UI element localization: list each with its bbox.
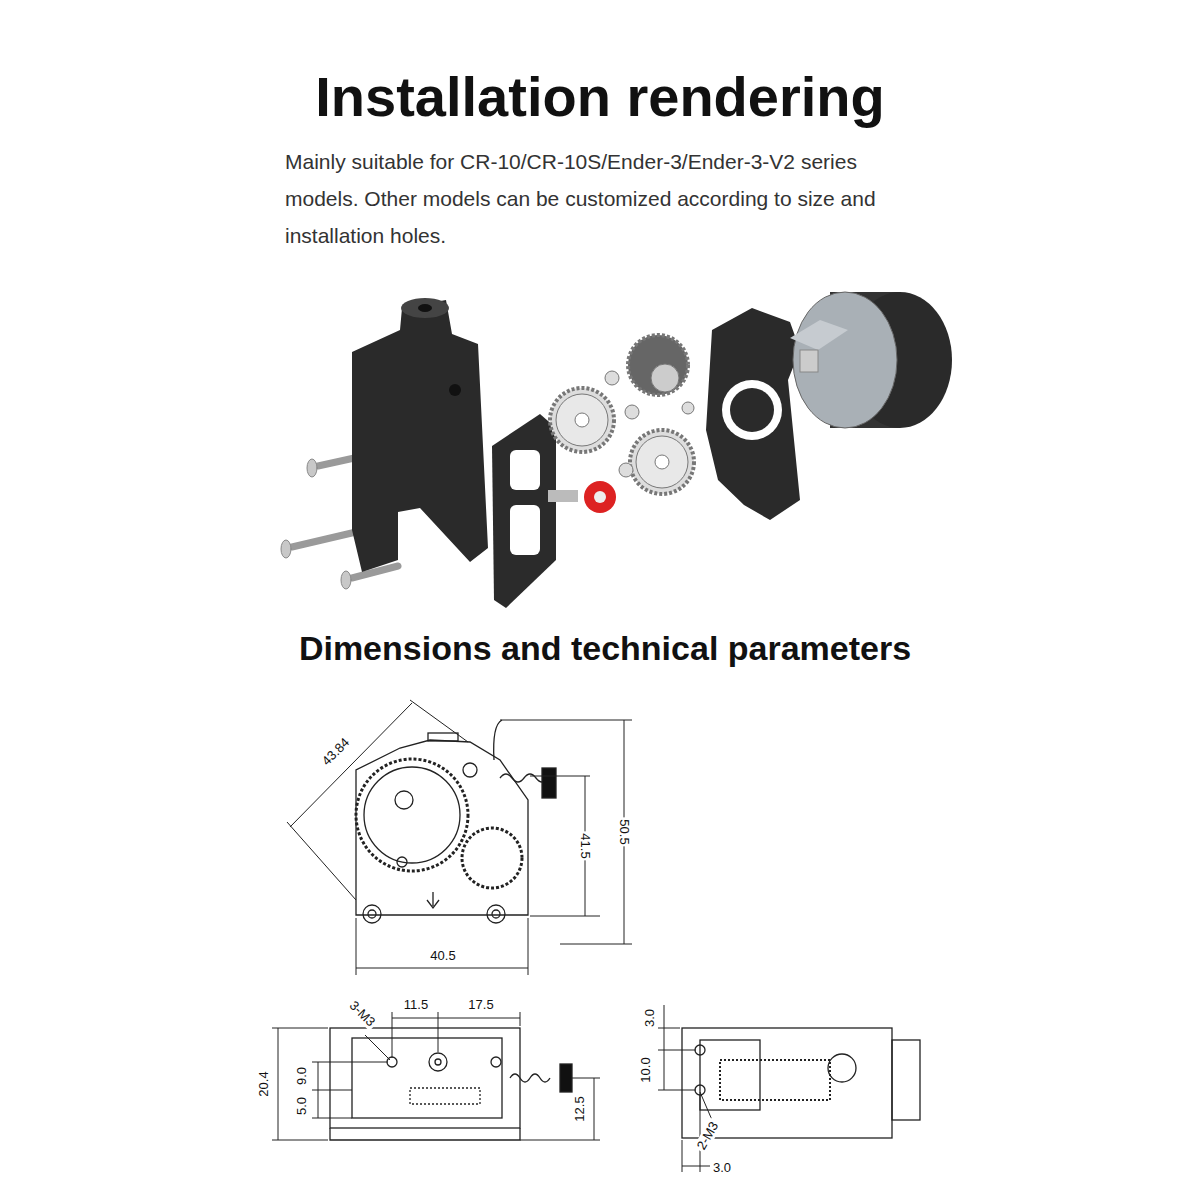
dimension-lines xyxy=(272,1012,600,1140)
dimension: 43.84 xyxy=(318,734,354,770)
side-plate xyxy=(492,414,556,608)
dimension: 10.0 xyxy=(639,1055,653,1084)
stepper-motor xyxy=(790,292,952,428)
gears xyxy=(550,335,694,494)
dimension: 3.0 xyxy=(711,1161,733,1175)
dimension: 11.5 xyxy=(402,998,430,1012)
idler-roller xyxy=(548,481,616,513)
motor-plate xyxy=(706,308,800,520)
description: Mainly suitable for CR-10/CR-10S/Ender-3… xyxy=(285,144,935,254)
hole-callout: 2-M3 xyxy=(693,1118,722,1154)
page-title: Installation rendering xyxy=(315,66,884,128)
hole-callout: 3-M3 xyxy=(345,997,379,1031)
housing xyxy=(352,298,488,572)
dimension: 20.4 xyxy=(257,1069,271,1098)
dimension: 9.0 xyxy=(295,1065,309,1087)
front-view xyxy=(356,720,556,923)
dimension: 50.5 xyxy=(617,817,631,846)
top-view xyxy=(330,1028,572,1140)
dimension: 3.0 xyxy=(643,1007,657,1029)
dimension: 41.5 xyxy=(578,831,592,860)
dimension: 17.5 xyxy=(466,998,495,1012)
dimension: 40.5 xyxy=(428,949,457,963)
dimension-lines xyxy=(287,700,632,975)
dimension: 12.5 xyxy=(573,1094,587,1123)
dimension: 5.0 xyxy=(295,1095,309,1117)
section-heading: Dimensions and technical parameters xyxy=(299,630,911,667)
